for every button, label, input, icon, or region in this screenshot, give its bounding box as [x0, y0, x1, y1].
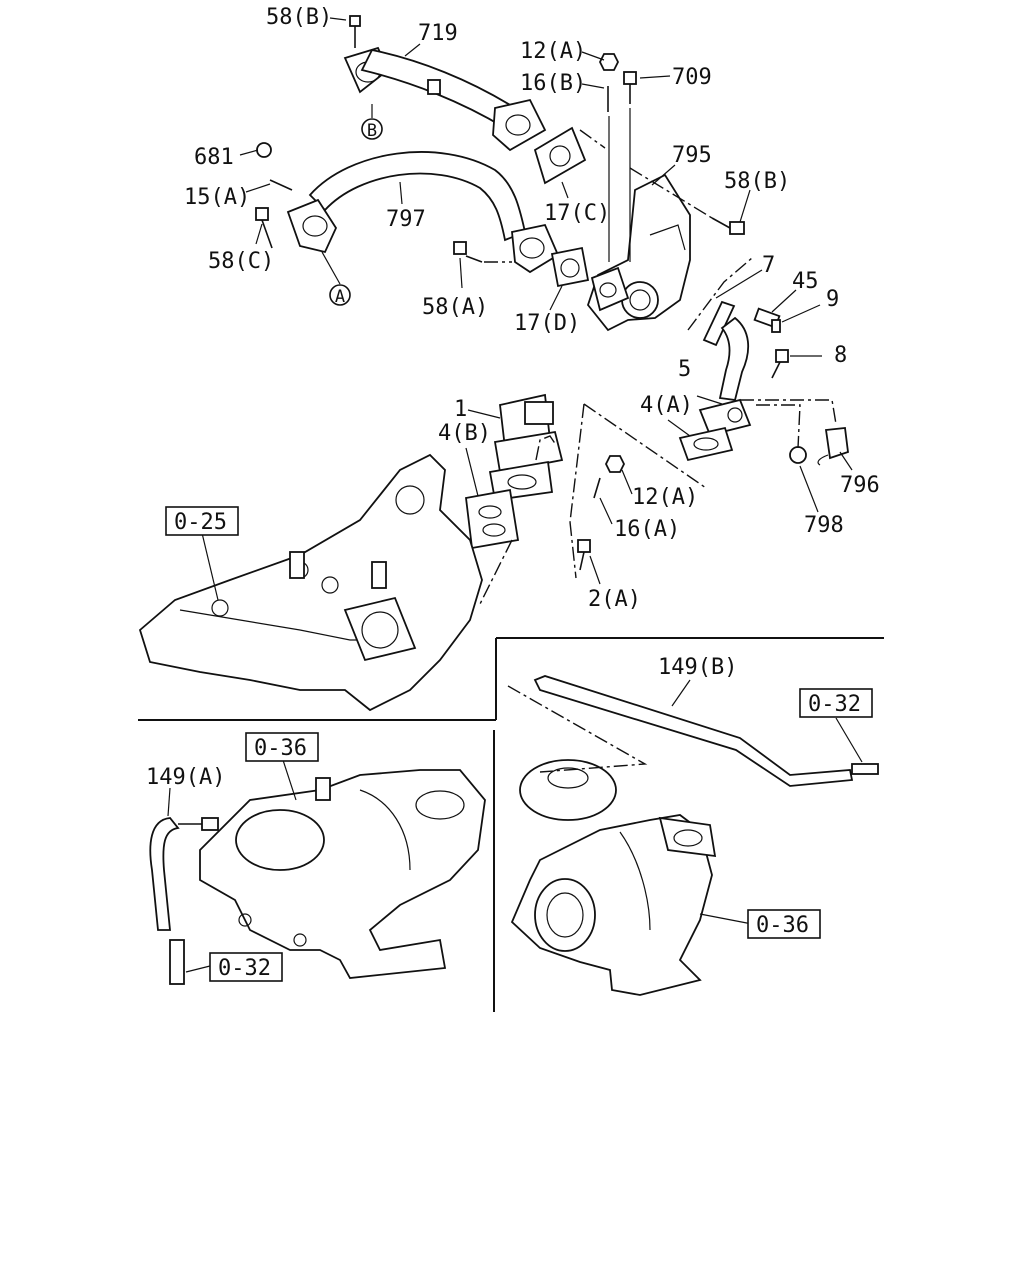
bolt-2a — [577, 539, 591, 571]
nut-12a-mid — [604, 455, 626, 473]
hose-149a — [149, 817, 219, 985]
sensor-796 — [817, 427, 849, 466]
label-1: 1 — [454, 397, 467, 422]
bolt-58b-top — [349, 15, 361, 48]
label-58a: 58(A) — [422, 295, 488, 320]
label-12a-mid: 12(A) — [632, 485, 698, 510]
label-8: 8 — [834, 343, 847, 368]
reference-box-0-36-right: 0-36 — [747, 909, 821, 939]
assembly-lines — [479, 129, 837, 773]
svg-text:B: B — [367, 121, 377, 141]
reference-box-0-25: 0-25 — [165, 506, 239, 536]
bolt-58a — [453, 241, 483, 263]
section-dividers — [138, 637, 884, 1012]
circled-letter-a: A — [329, 284, 351, 307]
stud-15a — [269, 179, 293, 191]
nut-12a-top — [598, 53, 620, 71]
bolt-709 — [623, 71, 637, 262]
leader-lines — [167, 17, 863, 973]
svg-text:0-25: 0-25 — [174, 510, 227, 535]
reference-box-0-32-right: 0-32 — [799, 688, 873, 718]
pipe-5 — [698, 316, 752, 437]
intake-manifold — [138, 453, 483, 712]
label-9: 9 — [826, 287, 839, 312]
reference-box-0-32-left: 0-32 — [209, 952, 283, 982]
circled-letter-b: B — [361, 118, 383, 141]
part-labels: 58(B) 719 12(A) 16(B) 709 681 15(A) 795 … — [146, 5, 880, 790]
label-795: 795 — [672, 143, 712, 168]
label-4a: 4(A) — [640, 393, 693, 418]
stud-16b — [607, 86, 610, 262]
part-9 — [771, 319, 781, 333]
gasket-4a — [678, 426, 734, 462]
label-719: 719 — [418, 21, 458, 46]
bolt-8 — [771, 349, 789, 379]
svg-text:0-36: 0-36 — [254, 736, 307, 761]
gasket-17d — [550, 246, 590, 288]
bolt-58c — [255, 207, 273, 249]
label-58b-right: 58(B) — [724, 169, 790, 194]
label-4b: 4(B) — [438, 421, 491, 446]
label-149b: 149(B) — [658, 655, 737, 680]
label-58c: 58(C) — [208, 249, 274, 274]
label-798: 798 — [804, 513, 844, 538]
label-149a: 149(A) — [146, 765, 225, 790]
label-15a: 15(A) — [184, 185, 250, 210]
label-2a: 2(A) — [588, 587, 641, 612]
bolt-58b-right — [711, 217, 745, 235]
hose-149b — [533, 675, 879, 787]
clip-798 — [789, 446, 807, 464]
label-12a-top: 12(A) — [520, 39, 586, 64]
label-45: 45 — [792, 269, 819, 294]
label-797: 797 — [386, 207, 426, 232]
stud-16a — [593, 477, 601, 499]
label-17c: 17(C) — [544, 201, 610, 226]
label-17d: 17(D) — [514, 311, 580, 336]
label-709: 709 — [672, 65, 712, 90]
egr-valve-1 — [488, 393, 564, 502]
turbocharger-right — [510, 759, 717, 996]
label-7: 7 — [762, 253, 775, 278]
svg-text:0-36: 0-36 — [756, 913, 809, 938]
reference-box-0-36-left: 0-36 — [245, 732, 319, 762]
egr-cooler-795 — [586, 173, 691, 332]
turbocharger-left — [199, 769, 486, 979]
label-16a: 16(A) — [614, 517, 680, 542]
gasket-17c — [533, 126, 587, 185]
pipe-719 — [343, 46, 547, 152]
svg-text:0-32: 0-32 — [218, 956, 271, 981]
pipe-797 — [286, 151, 560, 274]
bolt-681 — [256, 142, 272, 158]
svg-text:A: A — [335, 287, 345, 307]
label-16b: 16(B) — [520, 71, 586, 96]
part-7 — [702, 300, 736, 347]
label-796: 796 — [840, 473, 880, 498]
gasket-4b — [465, 488, 520, 550]
svg-text:0-32: 0-32 — [808, 692, 861, 717]
label-58b-top: 58(B) — [266, 5, 332, 30]
label-681: 681 — [194, 145, 234, 170]
label-5: 5 — [678, 357, 691, 382]
